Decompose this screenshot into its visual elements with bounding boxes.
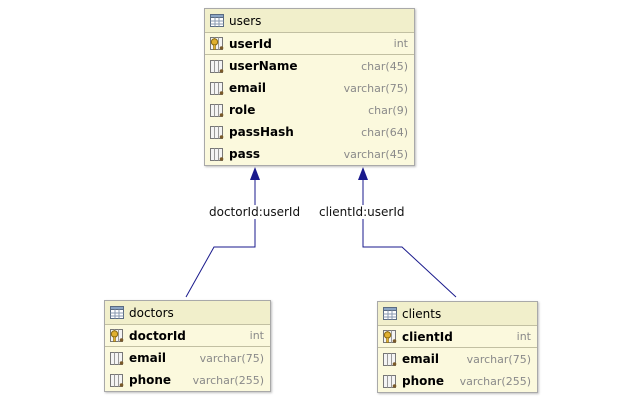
primary-key-row[interactable]: doctorId int	[105, 325, 270, 347]
column-icon	[210, 81, 224, 95]
column-name: phone	[402, 374, 445, 388]
table-doctors[interactable]: doctors doctorId int email varchar(75) phone…	[104, 300, 271, 392]
column-row[interactable]: role char(9)	[205, 99, 414, 121]
primary-key-row[interactable]: clientId int	[378, 326, 537, 348]
column-row[interactable]: phone varchar(255)	[378, 370, 537, 392]
column-row[interactable]: email varchar(75)	[205, 77, 414, 99]
column-icon	[110, 351, 124, 365]
column-name: doctorId	[129, 328, 186, 343]
column-row[interactable]: phone varchar(255)	[105, 369, 270, 391]
column-type: int	[516, 330, 531, 343]
column-name: phone	[129, 373, 172, 387]
column-icon	[110, 373, 124, 387]
column-name: userId	[229, 36, 272, 51]
column-row[interactable]: email varchar(75)	[378, 348, 537, 370]
column-row[interactable]: passHash char(64)	[205, 121, 414, 143]
column-row[interactable]: userName char(45)	[205, 55, 414, 77]
column-type: varchar(75)	[343, 81, 408, 95]
column-name: email	[129, 351, 166, 365]
table-users[interactable]: users userId int userName char(45) email varc…	[204, 8, 415, 166]
primary-key-column-icon	[210, 37, 224, 50]
column-icon	[210, 147, 224, 161]
table-body: doctorId int email varchar(75) phone varchar(…	[105, 325, 270, 391]
column-icon	[210, 103, 224, 117]
primary-key-column-icon	[383, 330, 397, 343]
relation-line-doctors-users[interactable]	[185, 178, 256, 298]
column-type: varchar(75)	[199, 351, 264, 365]
table-icon	[210, 14, 224, 27]
relation-clients-users	[358, 167, 457, 298]
column-type: char(64)	[361, 125, 408, 139]
column-icon	[210, 125, 224, 139]
column-name: role	[229, 103, 256, 117]
relation-doctors-users	[185, 167, 260, 298]
table-header[interactable]: doctors	[105, 301, 270, 325]
column-type: varchar(255)	[192, 373, 264, 387]
primary-key-row[interactable]: userId int	[205, 33, 414, 55]
column-icon	[210, 59, 224, 73]
column-name: userName	[229, 59, 298, 73]
column-type: char(9)	[368, 103, 408, 117]
column-type: int	[393, 37, 408, 50]
table-icon	[383, 307, 397, 320]
table-name: clients	[402, 306, 442, 321]
column-name: pass	[229, 147, 260, 161]
relation-label-clients: clientId:userId	[318, 205, 406, 219]
table-icon	[110, 306, 124, 319]
column-name: passHash	[229, 125, 294, 139]
column-icon	[383, 352, 397, 366]
column-name: email	[229, 81, 266, 95]
table-header[interactable]: clients	[378, 302, 537, 326]
table-clients[interactable]: clients clientId int email varchar(75) phone…	[377, 301, 538, 393]
relation-arrowhead-clients-users	[358, 167, 368, 180]
column-name: clientId	[402, 329, 453, 344]
table-header[interactable]: users	[205, 9, 414, 33]
column-type: int	[249, 329, 264, 342]
column-type: varchar(45)	[343, 147, 408, 161]
relation-label-doctors: doctorId:userId	[208, 205, 302, 219]
column-type: char(45)	[361, 59, 408, 73]
column-icon	[383, 374, 397, 388]
column-row[interactable]: pass varchar(45)	[205, 143, 414, 165]
column-name: email	[402, 352, 439, 366]
column-type: varchar(75)	[466, 352, 531, 366]
column-row[interactable]: email varchar(75)	[105, 347, 270, 369]
primary-key-column-icon	[110, 329, 124, 342]
relation-arrowhead-doctors-users	[250, 167, 260, 180]
relation-line-clients-users[interactable]	[362, 178, 457, 298]
table-body: clientId int email varchar(75) phone varchar(…	[378, 326, 537, 392]
table-name: users	[229, 13, 262, 28]
table-body: userId int userName char(45) email varchar(75…	[205, 33, 414, 165]
column-type: varchar(255)	[459, 374, 531, 388]
table-name: doctors	[129, 305, 174, 320]
